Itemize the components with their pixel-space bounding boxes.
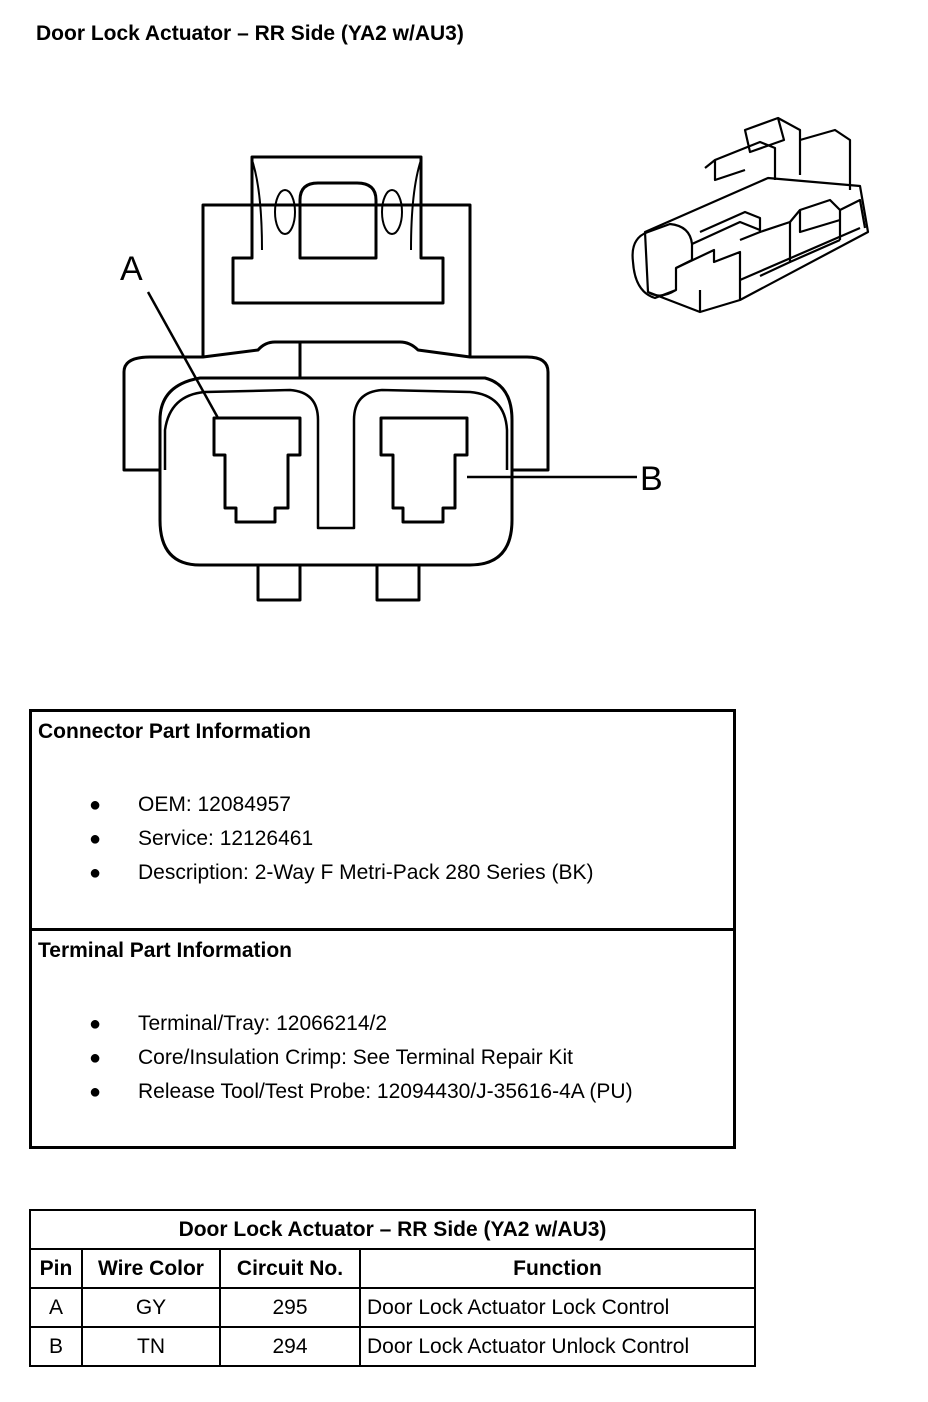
- column-header: Wire Color: [81, 1248, 221, 1289]
- table-title: Door Lock Actuator – RR Side (YA2 w/AU3): [29, 1209, 756, 1250]
- column-header: Pin: [29, 1248, 83, 1289]
- table-header-row: Pin Wire Color Circuit No. Function: [29, 1248, 756, 1289]
- connector-info-heading: Connector Part Information: [38, 720, 312, 743]
- terminal-info-heading: Terminal Part Information: [38, 939, 292, 962]
- connector-diagram: A B: [120, 116, 870, 602]
- terminal-info-section: Terminal Part Information ●Terminal/Tray…: [29, 928, 736, 1149]
- pin-b-label: B: [640, 460, 663, 498]
- pin-table: Door Lock Actuator – RR Side (YA2 w/AU3)…: [29, 1209, 756, 1367]
- pin-a-label: A: [120, 250, 143, 288]
- list-item: ●OEM: 12084957: [89, 793, 291, 816]
- table-row: B TN 294 Door Lock Actuator Unlock Contr…: [29, 1326, 756, 1367]
- list-item: ●Terminal/Tray: 12066214/2: [89, 1012, 388, 1035]
- pin-a-leader: [146, 291, 220, 419]
- table-cell: Door Lock Actuator Unlock Control: [359, 1326, 756, 1367]
- list-item: ●Release Tool/Test Probe: 12094430/J-356…: [89, 1080, 633, 1103]
- terminal-info-list: ●Terminal/Tray: 12066214/2 ●Core/Insulat…: [32, 1007, 633, 1109]
- connector-isometric-icon: [631, 116, 870, 314]
- table-cell: B: [29, 1326, 83, 1367]
- table-title-row: Door Lock Actuator – RR Side (YA2 w/AU3): [29, 1209, 756, 1250]
- table-cell: TN: [81, 1326, 221, 1367]
- column-header: Circuit No.: [219, 1248, 361, 1289]
- table-cell: 294: [219, 1326, 361, 1367]
- table-cell: Door Lock Actuator Lock Control: [359, 1287, 756, 1328]
- list-item: ●Description: 2-Way F Metri-Pack 280 Ser…: [89, 861, 594, 884]
- list-item: ●Service: 12126461: [89, 827, 314, 850]
- table-cell: 295: [219, 1287, 361, 1328]
- page-title: Door Lock Actuator – RR Side (YA2 w/AU3): [36, 22, 464, 45]
- table-cell: GY: [81, 1287, 221, 1328]
- column-header: Function: [359, 1248, 756, 1289]
- list-item: ●Core/Insulation Crimp: See Terminal Rep…: [89, 1046, 573, 1069]
- connector-info-section: Connector Part Information ●OEM: 1208495…: [29, 709, 736, 930]
- table-row: A GY 295 Door Lock Actuator Lock Control: [29, 1287, 756, 1328]
- connector-face: [122, 155, 550, 602]
- connector-info-list: ●OEM: 12084957 ●Service: 12126461 ●Descr…: [32, 788, 594, 890]
- table-cell: A: [29, 1287, 83, 1328]
